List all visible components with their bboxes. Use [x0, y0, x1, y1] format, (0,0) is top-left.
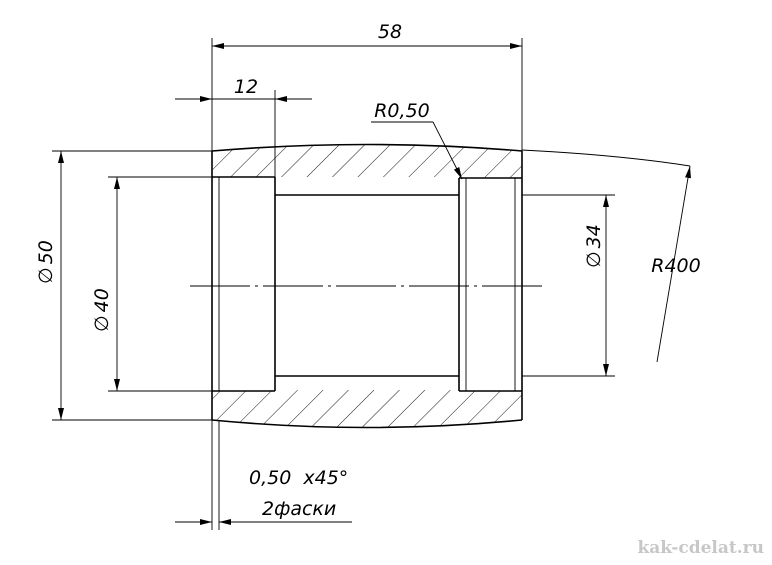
- dim-overall-length: 58: [211, 21, 523, 151]
- section-hatching: [212, 144, 522, 428]
- svg-text:∅40: ∅ 40: [91, 288, 113, 332]
- dim-50-label: 50: [35, 240, 57, 264]
- diameter-symbol: ∅: [91, 315, 113, 332]
- svg-text:∅34: ∅ 34: [583, 224, 605, 268]
- chamfer-count-label: 2фаски: [262, 498, 336, 520]
- dim-r050-label: R0,50: [374, 100, 430, 122]
- dim-inner-diameter: ∅ 34: [522, 194, 615, 377]
- dim-40-label: 40: [91, 288, 113, 312]
- dim-bore-diameter: ∅ 40: [91, 176, 212, 392]
- dim-fillet-radius: R0,50: [371, 100, 463, 180]
- diameter-symbol: ∅: [35, 267, 57, 284]
- dim-bore-depth: 12: [175, 76, 312, 177]
- chamfer-size-label: 0,50 x45°: [249, 467, 348, 489]
- dim-outer-diameter: ∅ 50: [35, 150, 212, 421]
- part-outline: [211, 143, 523, 429]
- dim-34-label: 34: [583, 224, 605, 248]
- chamfer-note: 0,50 x45° 2фаски: [175, 420, 352, 530]
- dim-crown-radius: R400: [521, 149, 701, 363]
- dim-58-label: 58: [378, 21, 402, 43]
- diameter-symbol: ∅: [583, 251, 605, 268]
- dim-r400-label: R400: [651, 255, 700, 277]
- dim-12-label: 12: [234, 76, 258, 98]
- svg-text:∅50: ∅ 50: [35, 240, 57, 284]
- watermark: kak-cdelat.ru: [637, 538, 764, 558]
